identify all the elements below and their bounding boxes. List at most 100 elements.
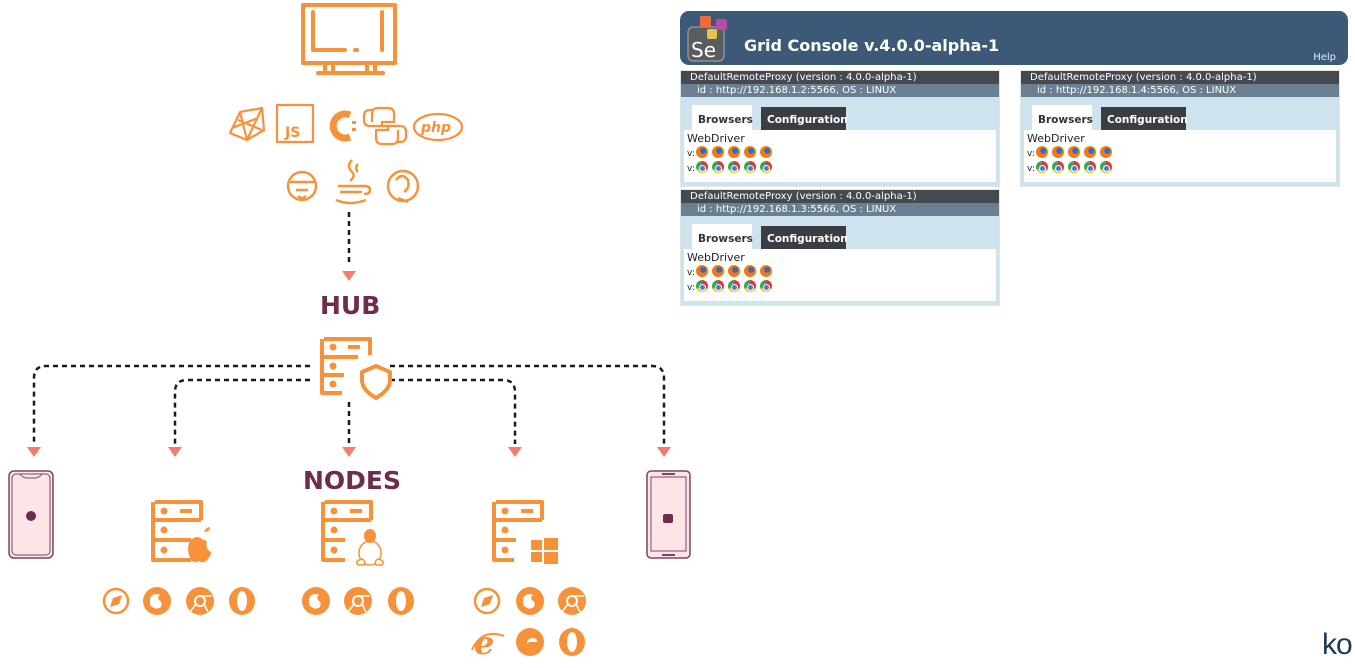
chrome-icon: [558, 587, 586, 615]
hub-to-mac-line: [173, 378, 310, 444]
tab-browsers[interactable]: Browsers: [1032, 105, 1093, 130]
hub-to-ios-line: [32, 364, 310, 444]
firefox-slot-icon[interactable]: [759, 265, 772, 277]
firefox-slot-icon[interactable]: [727, 265, 740, 277]
browsers-panel: WebDriver v: v:: [1024, 130, 1336, 182]
proxy-title: DefaultRemoteProxy (version : 4.0.0-alph…: [681, 190, 999, 203]
chrome-slot-icon[interactable]: [695, 161, 708, 173]
console-header: Se Grid Console v.4.0.0-alpha-1 Help: [680, 11, 1348, 65]
chrome-slot-icon[interactable]: [1067, 161, 1080, 173]
arrow-to-windows: [508, 447, 522, 457]
arrow-to-hub: [342, 271, 356, 281]
internet-explorer-icon: e: [471, 624, 505, 662]
help-link[interactable]: Help: [1313, 52, 1336, 63]
firefox-slot-icon[interactable]: [711, 265, 724, 277]
firefox-slot-icon[interactable]: [1067, 146, 1080, 158]
hub-to-android-line: [390, 364, 666, 444]
proxy-card: DefaultRemoteProxy (version : 4.0.0-alph…: [1020, 70, 1340, 187]
selenium-logo-icon: Se: [687, 16, 727, 62]
chrome-slot-icon[interactable]: [759, 280, 772, 292]
hub-to-windows-line: [390, 378, 517, 444]
protocol-label: WebDriver: [687, 251, 745, 264]
browsers-panel: WebDriver v: v:: [684, 130, 996, 182]
chrome-slot-icon[interactable]: [1051, 161, 1064, 173]
chrome-slot-icon[interactable]: [1099, 161, 1112, 173]
jenkins-icon: [386, 169, 420, 204]
robot-framework-icon: [286, 170, 318, 202]
proxy-title: DefaultRemoteProxy (version : 4.0.0-alph…: [681, 71, 999, 84]
tab-configuration[interactable]: Configuration: [761, 107, 848, 130]
firefox-slot-icon[interactable]: [1099, 146, 1112, 158]
version-prefix: v:: [1027, 148, 1035, 159]
proxy-id: id : http://192.168.1.3:5566, OS : LINUX: [681, 203, 999, 216]
firefox-icon: [516, 587, 544, 615]
version-prefix: v:: [1027, 163, 1035, 174]
js-text: JS: [284, 125, 300, 141]
chrome-slot-icon[interactable]: [711, 280, 724, 292]
mac-browsers: [102, 587, 255, 615]
protocol-label: WebDriver: [1027, 132, 1085, 145]
chrome-slot-icon[interactable]: [743, 280, 756, 292]
chrome-slot-icon[interactable]: [727, 280, 740, 292]
proxy-id: id : http://192.168.1.2:5566, OS : LINUX: [681, 84, 999, 97]
chrome-slot-icon[interactable]: [727, 161, 740, 173]
version-prefix: v:: [687, 282, 695, 293]
version-prefix: v:: [687, 148, 695, 159]
firefox-slot-icon[interactable]: [695, 265, 708, 277]
tab-configuration[interactable]: Configuration: [1101, 107, 1188, 130]
firefox-slot-icon[interactable]: [1051, 146, 1064, 158]
proxy-card: DefaultRemoteProxy (version : 4.0.0-alph…: [680, 189, 1000, 306]
tab-browsers[interactable]: Browsers: [692, 224, 753, 249]
proxy-card: DefaultRemoteProxy (version : 4.0.0-alph…: [680, 70, 1000, 187]
firefox-slot-icon[interactable]: [759, 146, 772, 158]
tab-browsers[interactable]: Browsers: [692, 105, 753, 130]
selenium-grid-diagram: JS php: [8, 3, 691, 662]
arrow-to-mac: [168, 447, 182, 457]
chrome-icon: [186, 587, 214, 615]
opera-icon: [559, 628, 585, 656]
safari-icon: [102, 587, 130, 615]
javascript-icon: [275, 103, 315, 144]
browser-row: v:: [687, 161, 993, 176]
browser-row: v:: [687, 265, 993, 280]
chrome-icon: [344, 587, 372, 615]
firefox-slot-icon[interactable]: [1083, 146, 1096, 158]
firefox-slot-icon[interactable]: [743, 265, 756, 277]
server-linux-icon: [321, 500, 373, 562]
firefox-slot-icon[interactable]: [743, 146, 756, 158]
opera-icon: [229, 587, 255, 615]
brand-logo-text: ko: [1322, 628, 1353, 661]
safari-icon: [473, 587, 501, 615]
version-prefix: v:: [687, 163, 695, 174]
proxy-title: DefaultRemoteProxy (version : 4.0.0-alph…: [1021, 71, 1339, 84]
chrome-slot-icon[interactable]: [1035, 161, 1048, 173]
firefox-icon: [143, 587, 171, 615]
chrome-slot-icon[interactable]: [695, 280, 708, 292]
logo-text: Se: [691, 38, 716, 62]
iphone-icon: [8, 470, 54, 559]
firefox-slot-icon[interactable]: [1035, 146, 1048, 158]
chrome-slot-icon[interactable]: [759, 161, 772, 173]
opera-icon: [388, 587, 414, 615]
chrome-slot-icon[interactable]: [743, 161, 756, 173]
php-icon: [412, 112, 464, 142]
php-text: php: [420, 120, 451, 136]
apple-logo-icon: [26, 511, 36, 521]
arrow-to-android: [657, 447, 671, 457]
arrow-to-linux: [342, 447, 356, 457]
proxy-id: id : http://192.168.1.4:5566, OS : LINUX: [1021, 84, 1339, 97]
java-icon: [335, 159, 372, 205]
python-icon: [362, 106, 408, 146]
firefox-slot-icon[interactable]: [695, 146, 708, 158]
server-apple-icon: [151, 500, 203, 562]
browser-row: v:: [1027, 146, 1333, 161]
tab-configuration[interactable]: Configuration: [761, 226, 848, 249]
firefox-slot-icon[interactable]: [727, 146, 740, 158]
firefox-slot-icon[interactable]: [711, 146, 724, 158]
chrome-slot-icon[interactable]: [711, 161, 724, 173]
arrow-to-ios: [27, 447, 41, 457]
browser-row: v:: [1027, 161, 1333, 176]
chrome-slot-icon[interactable]: [1083, 161, 1096, 173]
android-logo-icon: [663, 514, 673, 523]
nodes-label: NODES: [303, 466, 402, 495]
